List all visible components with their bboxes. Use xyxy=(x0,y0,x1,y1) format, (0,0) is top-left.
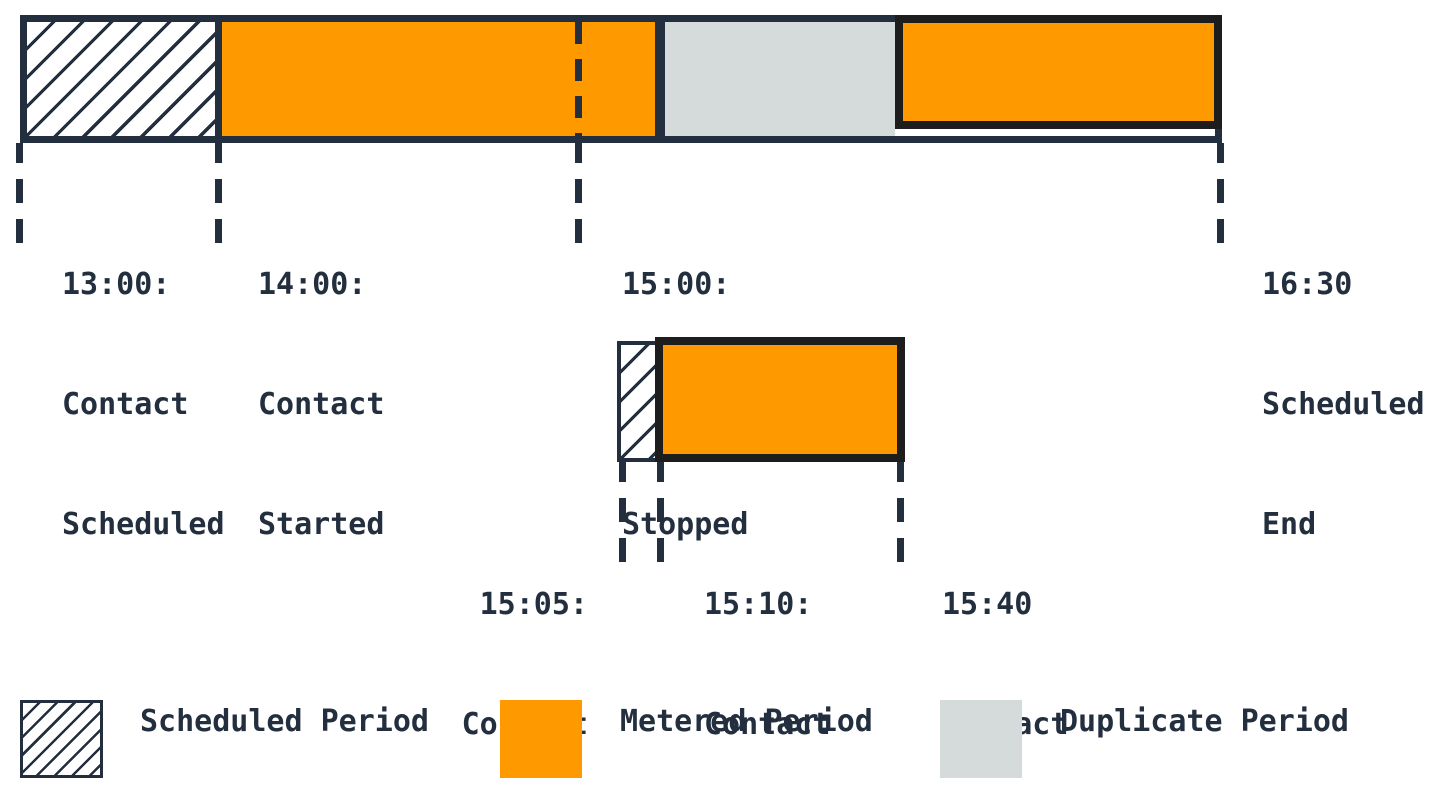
tick-15-10 xyxy=(657,462,664,562)
tick-13-00 xyxy=(16,143,23,243)
metered-period-boxed-segment xyxy=(895,15,1222,129)
tick-16-30 xyxy=(1217,143,1224,243)
event-label-line: 15:40 xyxy=(942,587,1033,622)
tick-15-40 xyxy=(897,462,904,562)
tick-14-00 xyxy=(215,143,222,243)
legend-label-metered-period: Metered Period xyxy=(620,704,873,739)
segment-divider xyxy=(655,22,665,136)
event-label-line: 13:00: xyxy=(62,267,171,302)
legend-swatch-scheduled-period xyxy=(20,700,103,778)
legend-swatch-metered-period xyxy=(500,700,582,778)
event-label-line: Scheduled xyxy=(62,507,225,542)
tick-15-05 xyxy=(619,462,626,562)
event-label-line: Started xyxy=(258,507,385,542)
event-label-line: Scheduled xyxy=(1262,387,1425,422)
event-label-line: 15:10: xyxy=(704,587,813,622)
event-label-line: 16:30 xyxy=(1262,267,1353,302)
event-label-line: Contact xyxy=(704,707,831,742)
event-label-line: Stopped xyxy=(622,507,749,542)
event-label-line: 15:05: xyxy=(479,587,588,622)
event-label-scheduled-end-16-30: 16:30 Scheduled End xyxy=(1262,185,1425,625)
metered-period-boxed-segment xyxy=(655,337,905,462)
event-label-line: End xyxy=(1262,507,1317,542)
contact-stopped-dashed-line xyxy=(575,22,582,136)
segment-divider xyxy=(215,22,222,136)
event-label-contact-started-14-00: 14:00: Contact Started xyxy=(258,185,384,625)
tick-15-00 xyxy=(575,143,582,243)
legend-swatch-duplicate-period xyxy=(940,700,1022,778)
legend-label-scheduled-period: Scheduled Period xyxy=(140,704,429,739)
event-label-line: Contact xyxy=(258,387,385,422)
bottom-timeline-bar xyxy=(617,337,905,462)
event-label-line: 15:00: xyxy=(622,267,731,302)
event-label-line: 14:00: xyxy=(258,267,367,302)
duplicate-period-segment xyxy=(665,22,895,136)
legend-label-duplicate-period: Duplicate Period xyxy=(1060,704,1349,739)
event-label-contact-started-15-10: 15:10: Contact Started xyxy=(704,505,830,800)
event-label-line: Contact xyxy=(62,387,189,422)
metered-period-segment xyxy=(222,22,655,136)
event-label-contact-scheduled-13-00: 13:00: Contact Scheduled xyxy=(62,185,225,625)
top-timeline-bar xyxy=(20,15,1222,143)
scheduled-period-segment xyxy=(27,22,215,136)
